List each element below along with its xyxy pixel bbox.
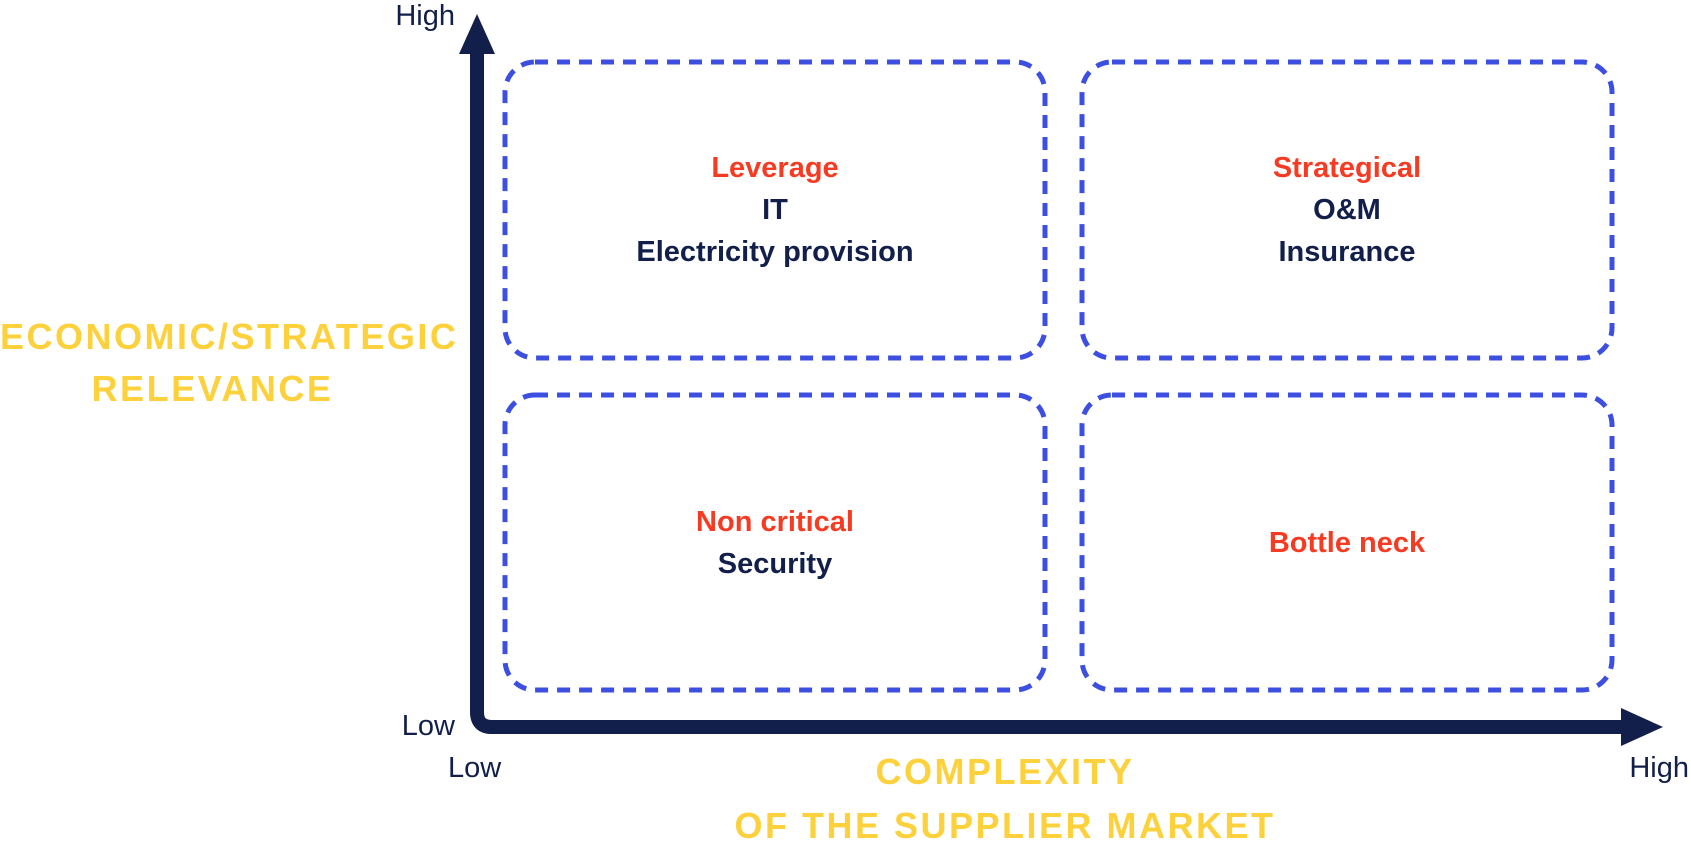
quadrant-strategical-item: O&M	[1313, 194, 1381, 226]
quadrant-bottle-neck: Bottle neck	[1082, 395, 1612, 690]
quadrant-box-bottom-left	[502, 392, 1048, 693]
quadrant-box-top-left	[502, 59, 1048, 361]
quadrant-leverage-item: Electricity provision	[636, 236, 914, 268]
quadrant-strategical-title: Strategical	[1272, 152, 1422, 184]
x-axis-title: COMPLEXITY OF THE SUPPLIER MARKET	[660, 745, 1350, 844]
y-axis-title-line-2: RELEVANCE	[91, 368, 334, 409]
y-axis-title-line-1: ECONOMIC/STRATEGIC	[0, 316, 459, 357]
quadrant-non-critical: Non critical Security	[505, 395, 1045, 690]
quadrant-leverage-item: IT	[762, 194, 788, 226]
quadrant-box-bottom-right	[1079, 392, 1615, 693]
y-axis-arrowhead-icon	[459, 14, 495, 54]
quadrant-non-critical-item: Security	[717, 547, 833, 580]
axis-lines	[470, 46, 1622, 734]
quadrant-strategical: Strategical O&M Insurance	[1082, 62, 1612, 358]
y-axis-high-label: High	[395, 0, 455, 32]
x-axis-low-label: Low	[448, 752, 502, 784]
quadrant-strategical-item: Insurance	[1278, 236, 1416, 268]
x-axis-arrowhead-icon	[1621, 708, 1663, 746]
quadrant-leverage-title: Leverage	[711, 152, 839, 184]
quadrant-leverage: Leverage IT Electricity provision	[505, 62, 1045, 358]
x-axis-title-line-1: COMPLEXITY	[875, 751, 1135, 792]
y-axis-low-label: Low	[401, 710, 455, 742]
x-axis-title-line-2: OF THE SUPPLIER MARKET	[734, 805, 1276, 844]
x-axis-high-label: High	[1629, 752, 1689, 784]
y-axis-title: ECONOMIC/STRATEGIC RELEVANCE	[0, 311, 459, 415]
quadrant-box-top-right	[1079, 59, 1615, 361]
quadrant-bottle-neck-title: Bottle neck	[1268, 526, 1426, 559]
quadrant-non-critical-title: Non critical	[696, 505, 854, 538]
